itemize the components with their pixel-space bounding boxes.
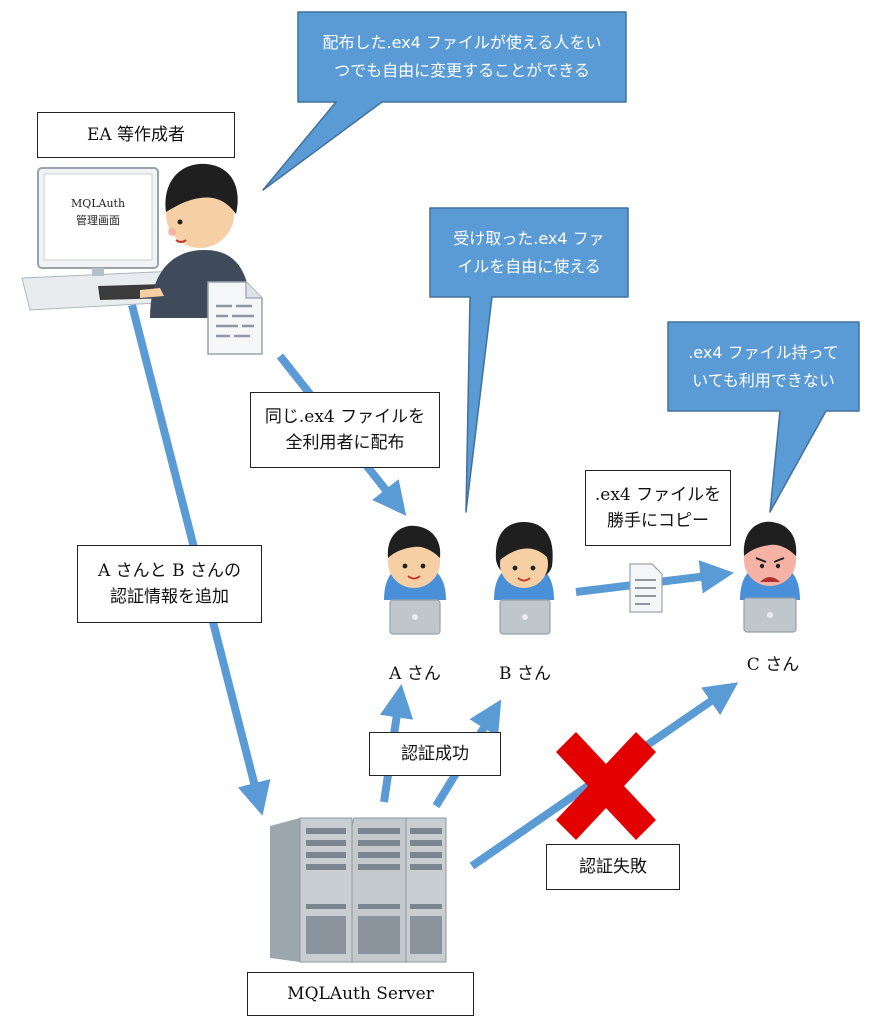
auth-fail-text: 認証失敗 <box>579 856 647 877</box>
auth-fail-label: 認証失敗 <box>546 844 680 890</box>
server-icon <box>270 817 447 963</box>
copy-label-line1: .ex4 ファイルを <box>594 484 722 505</box>
copy-label: .ex4 ファイルを 勝手にコピー <box>585 470 731 546</box>
add-auth-label: A さんと B さんの 認証情報を追加 <box>77 545 262 623</box>
callout-c-line1: .ex4 ファイル持って <box>688 342 839 362</box>
server-label: MQLAuth Server <box>247 972 474 1016</box>
callout-b-text: 受け取った.ex4 ファ イルを自由に使える <box>430 208 628 297</box>
cross-icon <box>556 732 656 840</box>
user-a-icon <box>384 525 446 635</box>
distribute-label: 同じ.ex4 ファイルを 全利用者に配布 <box>250 392 440 468</box>
distribute-label-line2: 全利用者に配布 <box>285 433 405 453</box>
distribute-label-line1: 同じ.ex4 ファイルを <box>264 406 426 427</box>
callout-b-line2: イルを自由に使える <box>457 256 601 276</box>
callout-c-text: .ex4 ファイル持って いても利用できない <box>668 322 859 411</box>
server-label-text: MQLAuth Server <box>287 983 434 1004</box>
auth-success-text: 認証成功 <box>401 743 469 764</box>
callout-creator-line2: つでも自由に変更することができる <box>334 61 590 80</box>
monitor-line1: MQLAuth <box>70 197 126 210</box>
callout-b-line1: 受け取った.ex4 ファ <box>453 228 605 248</box>
callout-creator-bubble <box>262 11 627 191</box>
user-b-label: B さん <box>499 664 551 684</box>
user-c-label: C さん <box>746 655 800 675</box>
callout-c-line2: いても利用できない <box>692 370 835 390</box>
add-auth-label-line2: 認証情報を追加 <box>110 587 229 607</box>
creator-label-text: EA 等作成者 <box>86 124 186 145</box>
callout-c-bubble <box>667 321 860 513</box>
callout-b-bubble <box>429 207 629 513</box>
user-a-label: A さん <box>389 664 441 684</box>
add-auth-label-line1: A さんと B さんの <box>98 560 241 581</box>
copy-label-line2: 勝手にコピー <box>607 511 709 531</box>
user-c-icon <box>740 521 800 633</box>
user-b-icon <box>494 522 554 635</box>
monitor-screen-text: MQLAuth 管理画面 <box>44 196 152 229</box>
callout-creator-text: 配布した.ex4 ファイルが使える人をい つでも自由に変更することができる <box>298 12 626 102</box>
auth-success-label: 認証成功 <box>369 732 501 776</box>
callout-creator-line1: 配布した.ex4 ファイルが使える人をい <box>322 33 602 52</box>
copied-document-icon <box>629 563 663 613</box>
monitor-line2: 管理画面 <box>76 213 120 227</box>
document-icon <box>207 281 263 355</box>
creator-label: EA 等作成者 <box>37 112 235 158</box>
